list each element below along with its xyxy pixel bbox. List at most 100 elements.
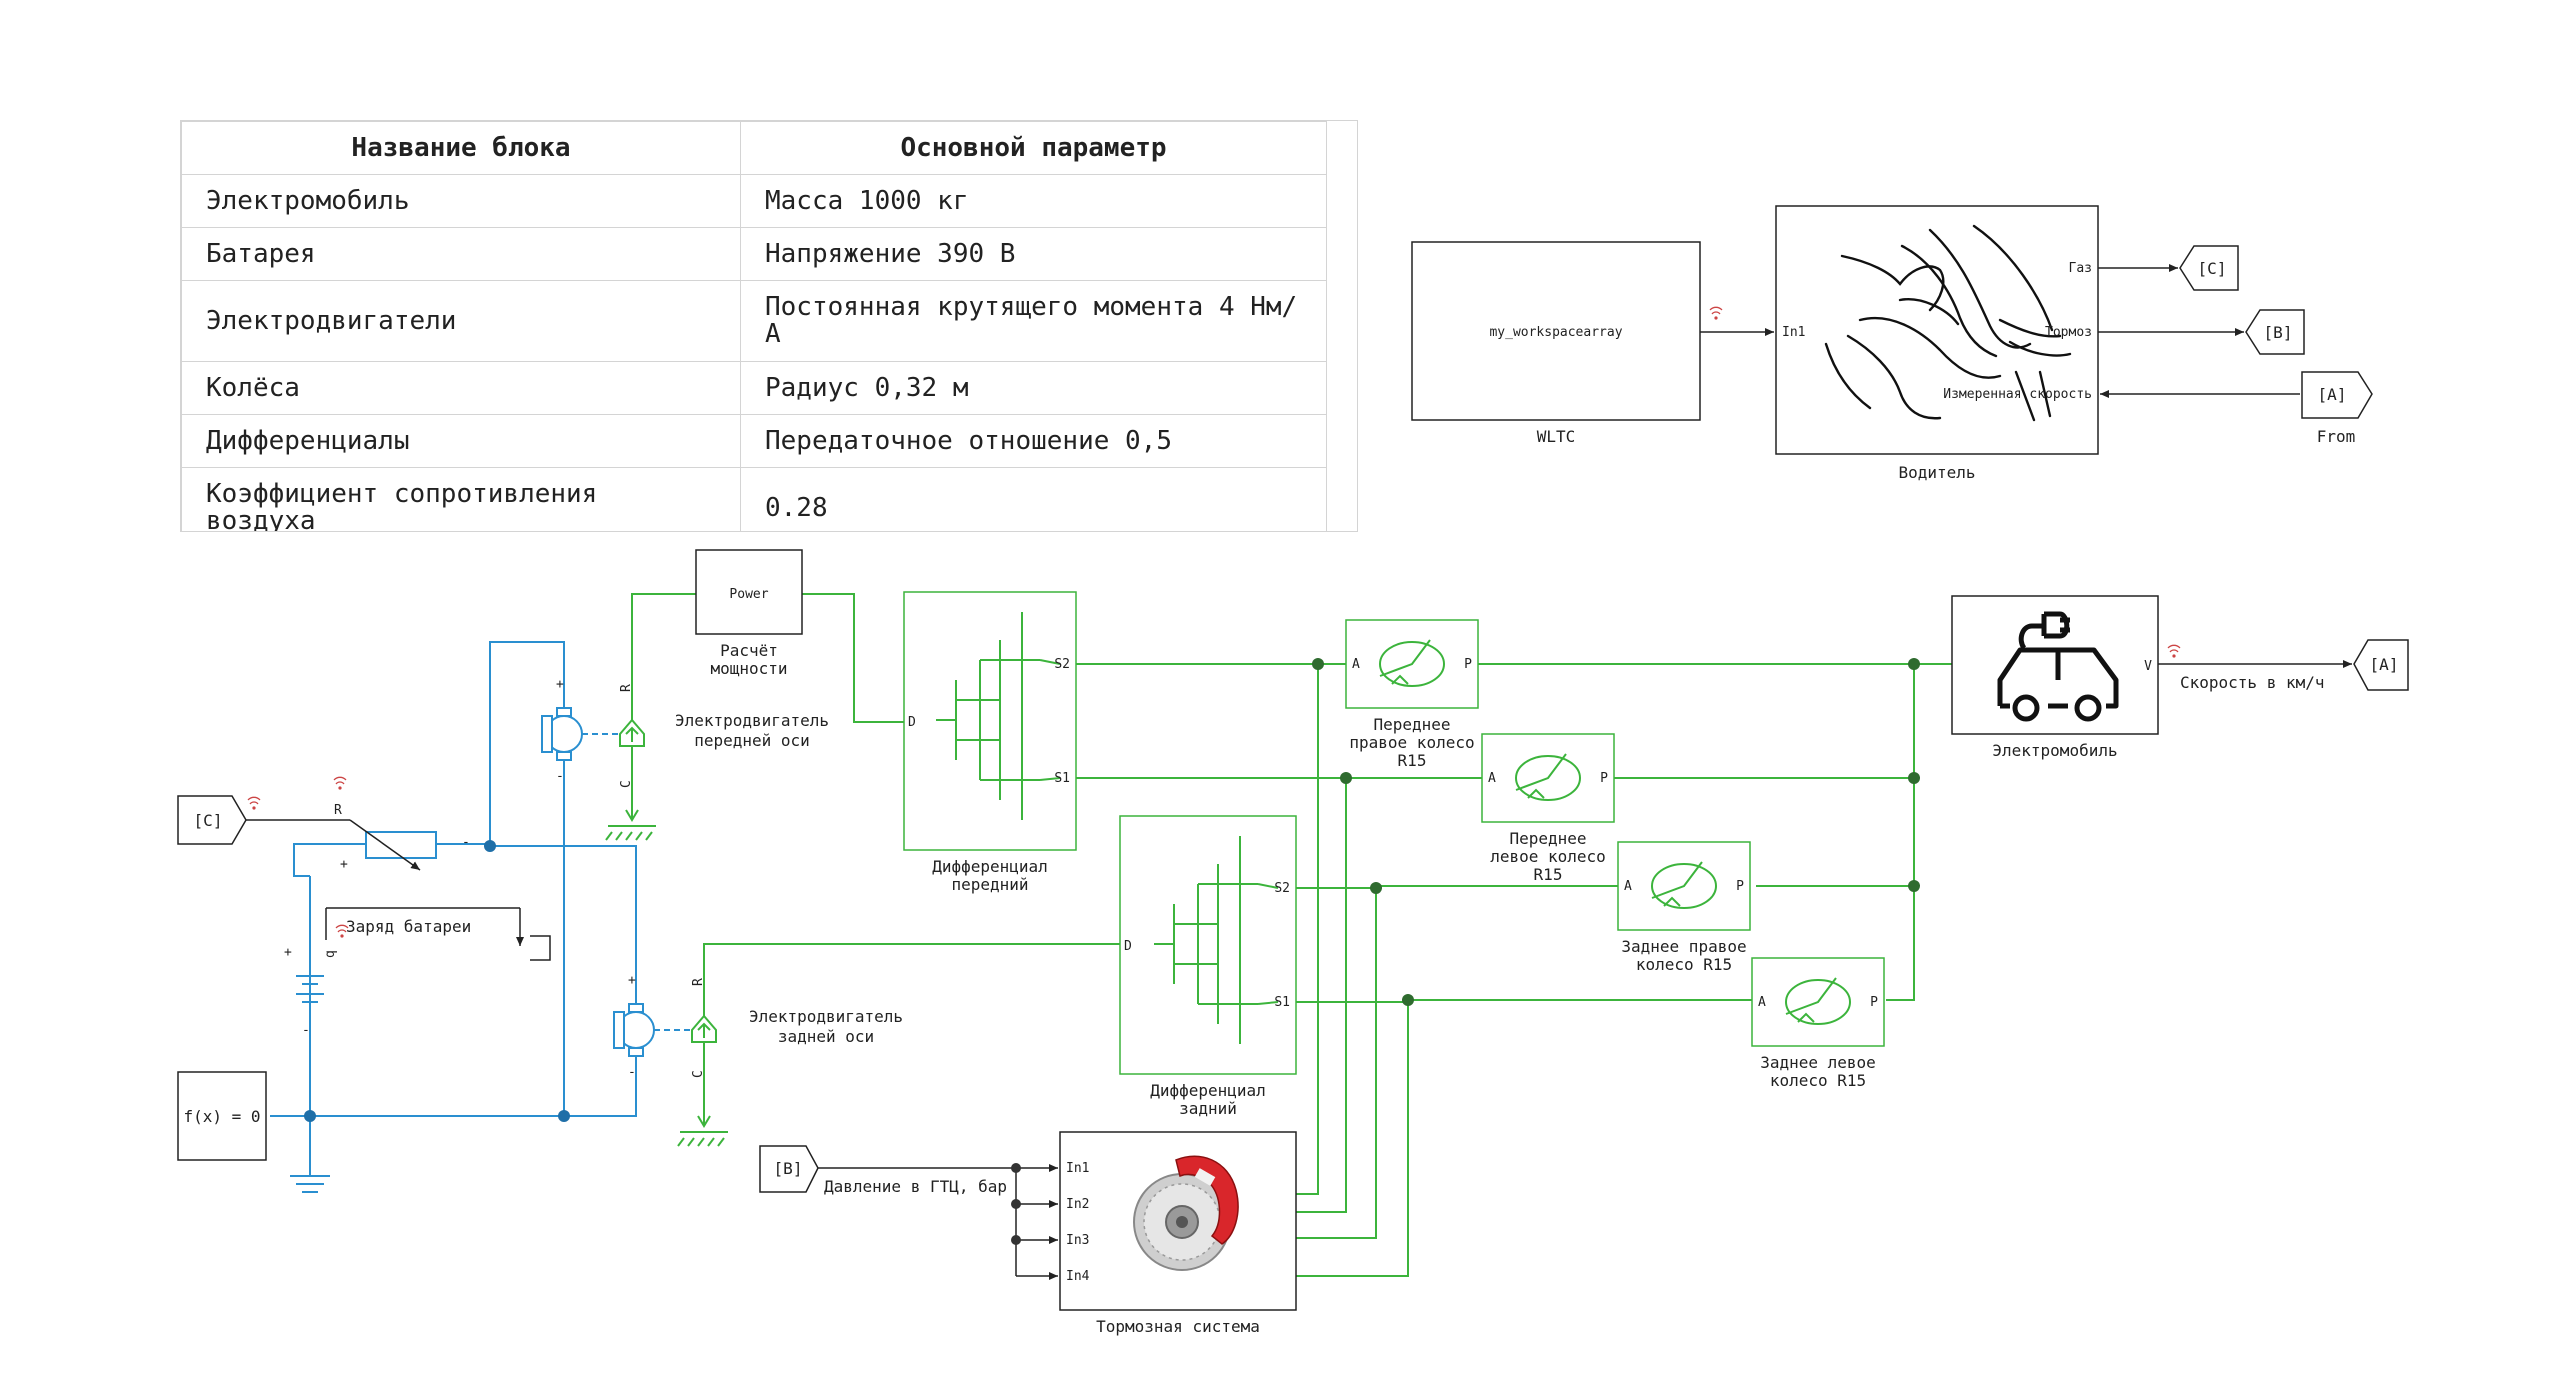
power-block[interactable]: Power Расчёт мощности [695,549,803,678]
wire-junction [1402,994,1414,1006]
vehicle-speed-label: Скорость в км/ч [2180,673,2325,692]
parameters-table: Название блока Основной параметр Электро… [181,121,1327,531]
brake-port-in2: In2 [1066,1197,1089,1212]
wheel-fr-label-3: R15 [1398,751,1427,770]
rear-motor-sensor: R C [691,978,717,1078]
front-motor-port-c: C [619,780,634,788]
wheel-fl-label-3: R15 [1534,865,1563,884]
goto-b-tag: [B] [2264,323,2293,342]
signal-wifi-icon [1709,306,1723,320]
wheel-port-a: A [1624,879,1632,894]
driver-block[interactable]: In1 Газ Тормоз Измеренная скорость Водит… [1775,205,2099,482]
rear-motor-label-1: Электродвигатель [749,1007,903,1026]
table-row: Колёса Радиус 0,32 м [181,361,1327,415]
from-b-block[interactable]: [B] [759,1145,819,1193]
goto-b-block[interactable]: [B] [2245,309,2305,355]
wheel-port-p: P [1736,879,1744,894]
battery-minus: - [302,1023,310,1038]
differential-gear-icon [1154,836,1279,1044]
table-cell: Колёса [181,361,741,415]
brake-disc-icon [1133,1155,1239,1271]
table-header: Основной параметр [740,121,1327,175]
wltc-label: WLTC [1537,427,1576,446]
wire-junction [558,1110,570,1122]
rear-diff-port-s1: S1 [1274,995,1290,1010]
rear-motor-label-2: задней оси [778,1027,874,1046]
table-row: Электромобиль Масса 1000 кг [181,174,1327,228]
table-cell: Передаточное отношение 0,5 [740,414,1327,468]
from-a-block[interactable]: [A] From [2301,371,2373,446]
battery-block[interactable]: + - [284,945,324,1038]
resistor-port-r: R [334,803,342,818]
table-cell: Радиус 0,32 м [740,361,1327,415]
from-a-tag: [A] [2318,385,2347,404]
table-cell: Постоянная крутящего момента 4 Нм/А [740,280,1327,362]
rear-diff-label-1: Дифференциал [1150,1081,1266,1100]
driver-port-brake: Тормоз [2045,325,2092,340]
wheel-front-right-block[interactable]: A P Переднее правое колесо R15 [1345,619,1479,770]
vehicle-block[interactable]: V Электромобиль [1951,595,2159,760]
signal-wifi-icon [2167,644,2181,658]
mechanical-ground-icon [605,746,656,841]
front-motor-label-2: передней оси [694,731,810,750]
rear-motor-minus: - [628,1065,636,1080]
driver-port-in1: In1 [1782,325,1805,340]
wheel-rl-label-1: Заднее левое [1760,1053,1876,1072]
battery-plus: + [284,945,292,960]
power-label-1: Расчёт [720,641,778,660]
wheel-port-p: P [1600,771,1608,786]
rear-differential-block[interactable]: D S2 S1 Дифференциал задний [1119,815,1297,1118]
brake-pressure-label: Давление в ГТЦ, бар [824,1177,1007,1196]
tire-icon [1785,977,1851,1025]
goto-a-tag: [A] [2370,655,2399,674]
wheel-fl-label-2: левое колесо [1490,847,1606,866]
wheel-rear-right-block[interactable]: A P Заднее правое колесо R15 [1617,841,1751,974]
electrical-ground-icon [290,1175,330,1193]
front-diff-label-2: передний [951,875,1028,894]
rear-motor-plus: + [628,973,636,988]
front-diff-port-s1: S1 [1054,771,1070,786]
wheel-fr-label-1: Переднее [1373,715,1450,734]
fx-block[interactable]: f(x) = 0 [177,1071,267,1161]
wheel-rr-label-2: колесо R15 [1636,955,1732,974]
goto-a-block[interactable]: [A] [2353,639,2409,691]
rear-motor-block[interactable]: + - [613,973,692,1080]
from-a-label: From [2317,427,2356,446]
wire-junction [484,840,496,852]
power-content: Power [729,587,768,602]
from-c-tag: [C] [194,811,223,830]
brake-port-in1: In1 [1066,1161,1089,1176]
power-label-2: мощности [710,659,787,678]
brake-system-block[interactable]: In1 In2 In3 In4 Тормозная система [1059,1131,1297,1336]
wire-junction [1370,882,1382,894]
wheel-port-p: P [1870,995,1878,1010]
vehicle-label: Электромобиль [1992,741,2117,760]
vehicle-port-v: V [2144,659,2152,674]
table-header-row: Название блока Основной параметр [181,121,1327,175]
from-c-block[interactable]: [C] [177,795,247,845]
goto-c-block[interactable]: [C] [2179,245,2239,291]
table-cell: 0.28 [740,467,1327,531]
wheel-rear-left-block[interactable]: A P Заднее левое колесо R15 [1751,957,1885,1090]
wheel-front-left-block[interactable]: A P Переднее левое колесо R15 [1481,733,1615,884]
rear-diff-label-2: задний [1179,1099,1237,1118]
battery-port-q: q [323,950,338,958]
driver-port-gas: Газ [2069,261,2092,276]
table-cell: Электродвигатели [181,280,741,362]
front-motor-label-1: Электродвигатель [675,711,829,730]
brake-port-in3: In3 [1066,1233,1089,1248]
wire-junction [1312,658,1324,670]
wltc-block[interactable]: my_workspacearray WLTC [1411,241,1701,446]
driver-label: Водитель [1898,463,1975,482]
wheel-port-a: A [1758,995,1766,1010]
wheel-fr-label-2: правое колесо [1349,733,1474,752]
resistor-plus: + [340,857,348,872]
brake-system-label: Тормозная система [1096,1317,1260,1336]
front-motor-block[interactable]: + - [541,677,620,784]
wire-junction [1908,772,1920,784]
wheel-port-a: A [1488,771,1496,786]
front-differential-block[interactable]: D S2 S1 Дифференциал передний [903,591,1077,894]
table-row: Дифференциалы Передаточное отношение 0,5 [181,414,1327,468]
variable-resistor-block[interactable]: + - R [334,803,470,872]
driver-figure-icon [1824,224,2072,422]
